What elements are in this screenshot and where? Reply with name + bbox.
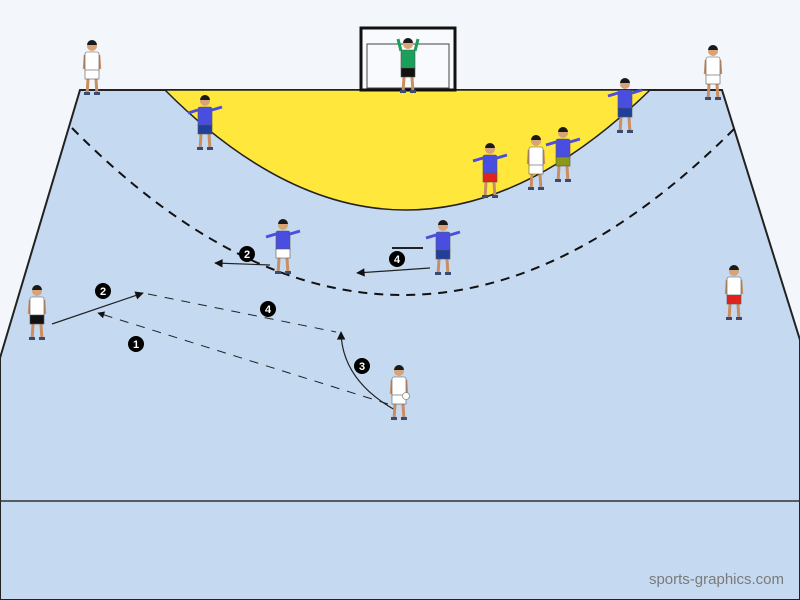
step-badge-3: 3 [354,358,370,374]
step-badges: 1 2 2 3 4 4 [95,246,405,374]
step-badge-2: 2 [239,246,255,262]
player-defender [472,143,508,199]
court-floor [0,89,800,600]
step-label: 4 [265,304,272,316]
player-defender [545,127,581,183]
move-arrow-4-defender [356,267,431,277]
move-arrow-3 [336,331,396,411]
player-attacker-with-ball [389,365,410,421]
player-attacker [526,135,546,191]
watermark: sports-graphics.com [648,571,784,588]
step-badge-1: 1 [128,336,144,352]
player-defender [607,78,643,134]
players [27,38,744,421]
player-goalkeeper [396,38,420,94]
step-label: 4 [394,254,401,266]
goal-area [163,89,652,211]
move-arrow-2-wing [51,291,144,325]
player-defender [265,219,301,275]
pass-arrow-4 [147,293,337,333]
player-attacker [724,265,744,321]
step-label: 2 [244,249,250,261]
step-badge-4: 4 [389,251,405,267]
player-defender [187,95,223,151]
step-badge-4: 4 [260,301,276,317]
step-label: 2 [100,286,106,298]
ball [402,392,410,400]
player-attacker [703,45,723,101]
move-arrow-2-defender [214,259,271,268]
player-attacker [82,40,102,96]
step-badge-2: 2 [95,283,111,299]
movement-arrows [51,247,431,411]
step-label: 3 [359,361,365,373]
player-attacker [27,285,47,341]
player-defender [425,220,461,276]
step-label: 1 [133,339,139,351]
